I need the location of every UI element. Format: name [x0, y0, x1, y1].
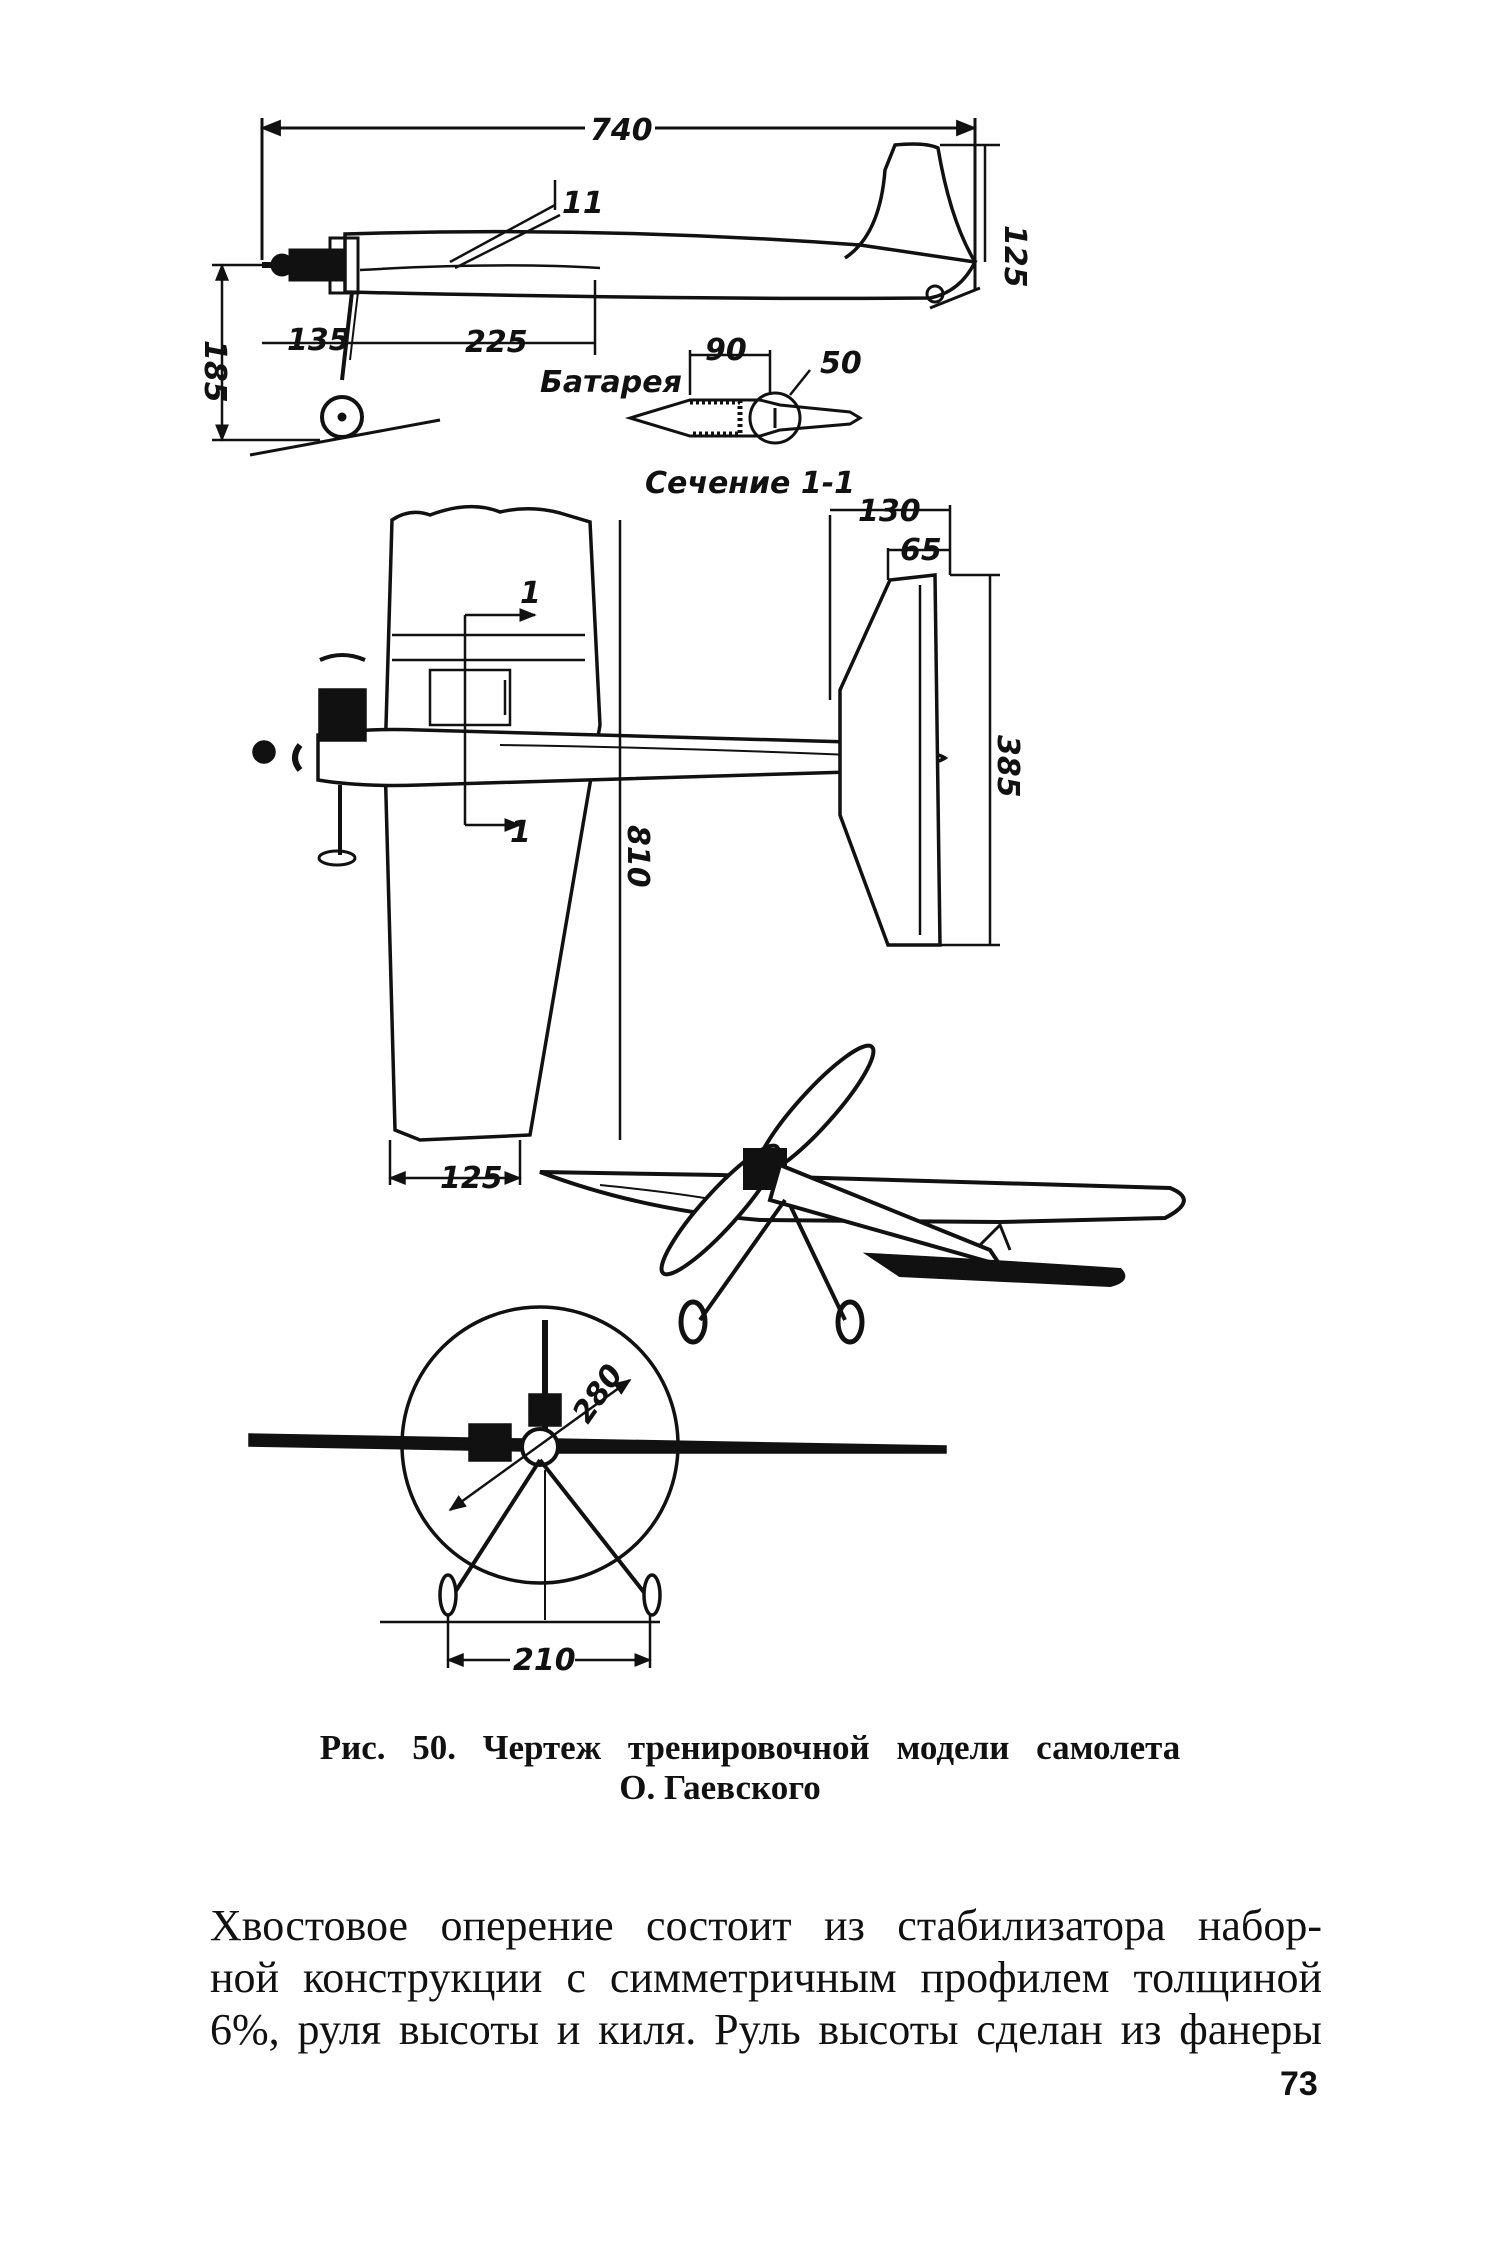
front-view [248, 1305, 947, 1668]
body-line-1: Хвостовое оперение состоит из стабилизат… [210, 1901, 1322, 1950]
plan-view [252, 504, 1000, 1185]
side-view [212, 118, 1000, 457]
plan-view-dimensions: 1 1 130 65 385 810 125 [440, 494, 1025, 1196]
section-labels: Батарея 90 50 Сечение 1-1 [540, 333, 862, 501]
section-mark-top: 1 [520, 576, 541, 611]
body-line-3: 6%, руля высоты и киля. Руль высоты сдел… [210, 2005, 1322, 2054]
dim-stab-span: 385 [990, 735, 1025, 798]
dim-stab-chord: 130 [858, 494, 921, 529]
dim-nose-to-gear: 135 [287, 323, 350, 358]
perspective-view [539, 1043, 1186, 1345]
dim-angle: 11 [562, 186, 604, 221]
battery-label: Батарея [540, 365, 682, 400]
body-line-2: ной конструкции с симметричным профилем … [210, 1953, 1322, 2002]
dim-section-width: 90 [705, 333, 747, 368]
caption-line-2: О. Гаевского [619, 1768, 821, 1807]
aircraft-model-drawing: 740 11 125 135 225 185 Батарея 90 50 Сеч… [197, 113, 1186, 1678]
section-view [624, 350, 863, 445]
dim-overall-length: 740 [590, 113, 653, 148]
dim-gear-to-wing: 225 [465, 325, 528, 360]
section-title: Сечение 1-1 [645, 466, 855, 501]
figure-caption: Рис. 50. Чертеж тренировочной модели сам… [250, 1728, 1250, 1808]
dim-track: 210 [513, 1643, 576, 1678]
dim-section-diameter: 50 [820, 346, 862, 381]
section-mark-bottom: 1 [510, 815, 531, 850]
dim-wing-tip-chord: 125 [440, 1161, 503, 1196]
caption-line-1: Рис. 50. Чертеж тренировочной модели сам… [319, 1728, 1181, 1767]
page-number: 73 [1280, 2065, 1318, 2103]
dim-elevator-chord: 65 [900, 533, 942, 568]
body-paragraph: Хвостовое оперение состоит из стабилизат… [210, 1900, 1322, 2056]
dim-wing-half-span: 810 [620, 825, 655, 888]
dim-fin-height: 125 [997, 225, 1032, 288]
side-view-dimensions: 740 11 125 135 225 185 [197, 113, 1032, 403]
dim-gear-height: 185 [197, 340, 232, 403]
